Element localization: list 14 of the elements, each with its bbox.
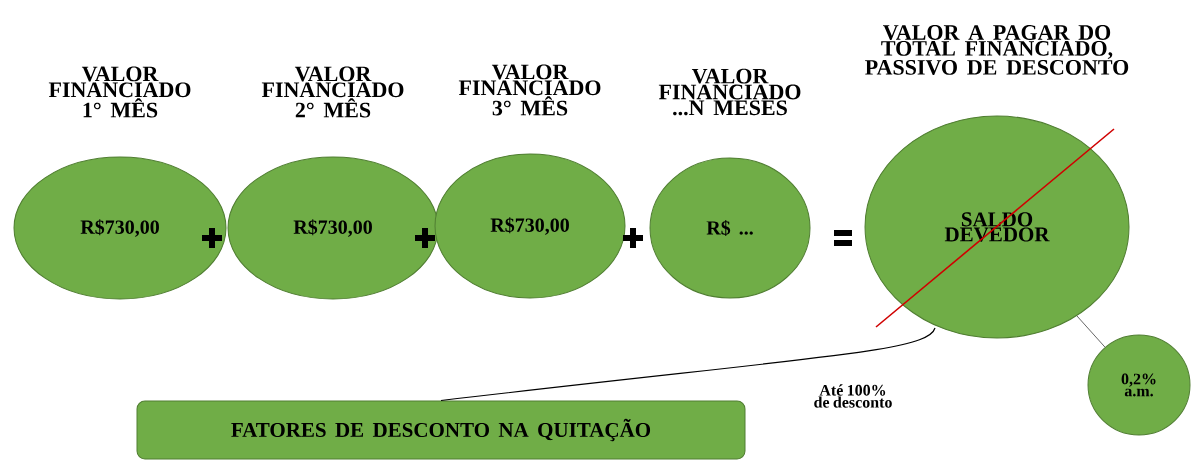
heading-text: VALOR FINANCIADO 1° MÊS (48, 66, 191, 118)
heading-text: VALOR A PAGAR DO TOTAL FINANCIADO, PASSIVO DE DESCONTO (865, 25, 1129, 75)
heading-text: VALOR FINANCIADO 2° MÊS (261, 66, 404, 118)
circle-node: R$ ... (649, 157, 811, 299)
circle-node: R$730,00 (13, 156, 227, 300)
connector-line (440, 327, 936, 402)
edge-label: Até 100% de desconto (814, 384, 892, 408)
connector-line (1076, 315, 1106, 348)
circle-node: R$730,00 (434, 153, 626, 299)
heading-text: VALOR FINANCIADO 3° MÊS (458, 64, 601, 116)
circle-node: 0,2% a.m. (1087, 334, 1191, 436)
heading-text: VALOR FINANCIADO ...N MESES (658, 68, 801, 116)
circle-node: R$730,00 (227, 156, 439, 300)
process-box: FATORES DE DESCONTO NA QUITAÇÃO (136, 400, 746, 460)
